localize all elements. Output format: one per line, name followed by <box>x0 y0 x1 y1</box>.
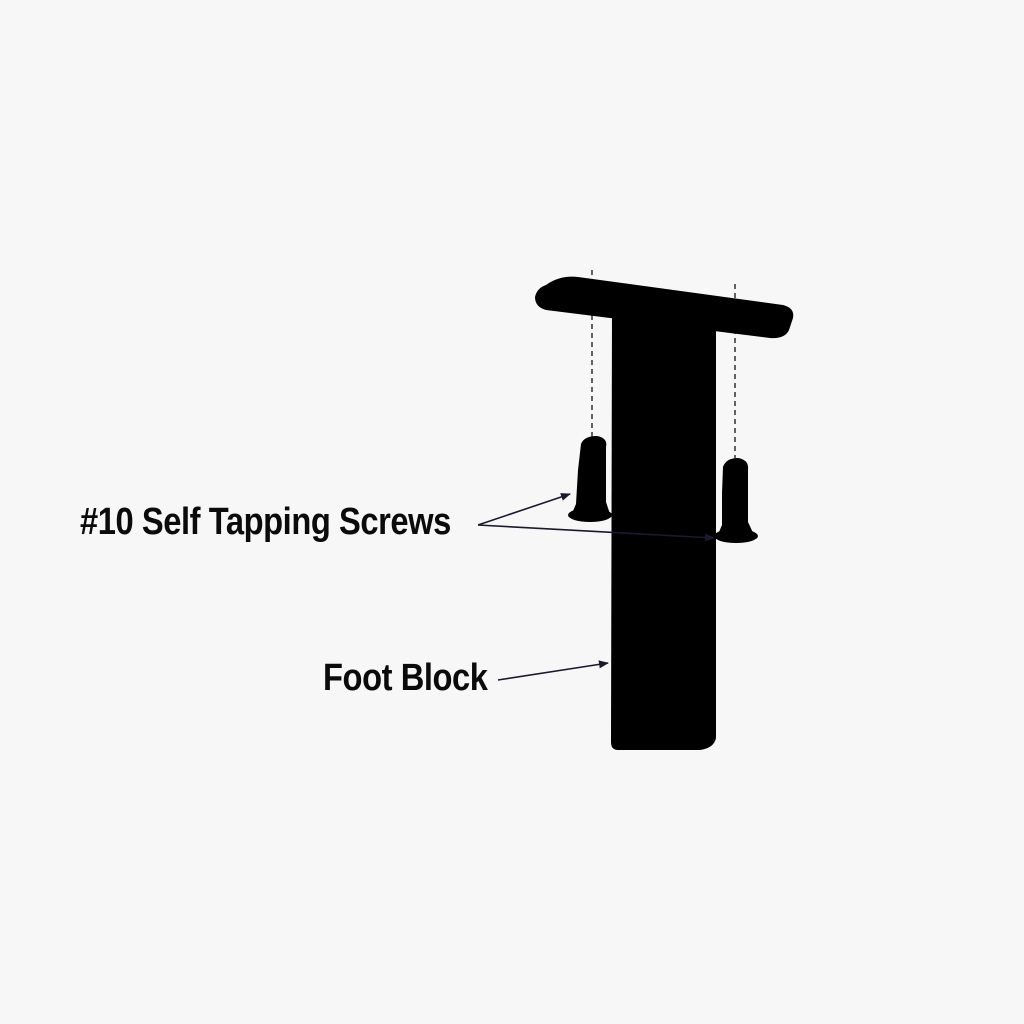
foot-block-label: Foot Block <box>323 657 488 699</box>
right-screw-head <box>714 529 758 543</box>
right-screw <box>716 458 754 539</box>
top-plate <box>535 276 794 339</box>
screws-label: #10 Self Tapping Screws <box>80 501 451 543</box>
screw-leader-line-right <box>477 524 715 542</box>
left-screw <box>570 436 610 518</box>
foot-block <box>611 312 716 750</box>
screw-leader-line-left <box>477 493 571 526</box>
foot-block-leader-line <box>497 660 609 681</box>
left-screw-head <box>568 508 612 522</box>
